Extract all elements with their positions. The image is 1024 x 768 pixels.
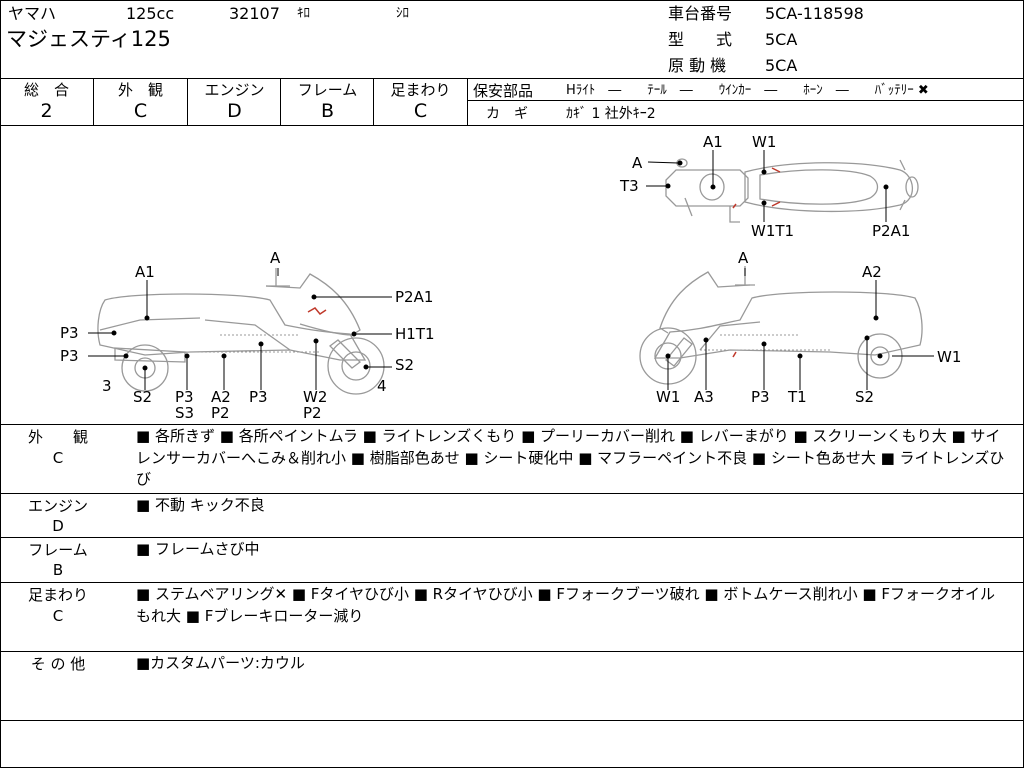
label-right-a3: A3 bbox=[694, 388, 714, 406]
label-right-a: A bbox=[738, 249, 749, 267]
divider bbox=[0, 493, 1024, 494]
label-right-a2: A2 bbox=[862, 263, 882, 281]
grade-engine-value: D bbox=[227, 100, 242, 122]
grade-frame-value: B bbox=[320, 100, 335, 122]
section-suspension-label: 足まわり bbox=[27, 586, 88, 604]
mileage: 32107 bbox=[229, 4, 280, 23]
engine-type-label: 原 動 機 bbox=[668, 56, 727, 75]
grade-exterior-label: 外 観 bbox=[117, 81, 163, 99]
label-left-a2p2: A2 P2 bbox=[211, 388, 231, 422]
displacement: 125cc bbox=[126, 4, 175, 23]
model-name: マジェスティ125 bbox=[6, 27, 171, 51]
safety-parts-label: 保安部品 bbox=[473, 82, 534, 100]
type-label: 型 式 bbox=[668, 30, 733, 49]
maker: ヤマハ bbox=[8, 4, 57, 23]
label-left-a: A bbox=[270, 249, 281, 267]
top-view-scooter bbox=[665, 158, 919, 223]
label-right-w1: W1 bbox=[656, 388, 681, 406]
label-top-w1t1: W1T1 bbox=[751, 222, 795, 240]
section-frame-notes: ■ フレームさび中 bbox=[136, 540, 260, 558]
type-value: 5CA bbox=[765, 30, 798, 49]
safety-parts-items: Hﾗｲﾄ ― ﾃｰﾙ ― ｳｲﾝｶｰ ― ﾎｰﾝ ― ﾊﾞｯﾃﾘｰ ✖ bbox=[566, 83, 929, 98]
grade-suspension-label: 足まわり bbox=[390, 81, 451, 99]
label-left-p3s3: P3 S3 bbox=[175, 388, 195, 422]
label-left-w2p2: W2 P2 bbox=[303, 388, 328, 422]
divider bbox=[0, 720, 1024, 721]
grade-overall-label: 総 合 bbox=[23, 81, 69, 99]
divider bbox=[0, 78, 1024, 79]
label-top-a: A bbox=[632, 154, 643, 172]
divider bbox=[187, 78, 188, 125]
divider bbox=[0, 125, 1024, 126]
grade-exterior-value: C bbox=[133, 100, 148, 122]
label-left-p3: P3 bbox=[249, 388, 268, 406]
grade-overall-value: 2 bbox=[40, 100, 53, 122]
section-exterior-label: 外 観 bbox=[27, 428, 88, 446]
section-engine-label: エンジン bbox=[27, 497, 88, 515]
frame-number-value: 5CA-118598 bbox=[765, 4, 864, 23]
damage-diagram bbox=[88, 150, 934, 395]
right-side-scooter bbox=[639, 266, 923, 385]
mileage-unit: ｷﾛ bbox=[297, 6, 310, 21]
label-top-w1: W1 bbox=[752, 133, 777, 151]
frame-number-label: 車台番号 bbox=[668, 4, 733, 23]
section-other-label: そ の 他 bbox=[30, 655, 86, 673]
label-top-a1: A1 bbox=[703, 133, 723, 151]
key-value: ｶｷﾞ 1 社外ｷｰ2 bbox=[566, 106, 656, 122]
section-frame-grade: B bbox=[52, 561, 64, 579]
left-side-scooter bbox=[97, 268, 385, 395]
divider bbox=[0, 651, 1024, 652]
section-frame-label: フレーム bbox=[28, 541, 88, 559]
divider bbox=[280, 78, 281, 125]
label-left-p3-lower: P3 bbox=[60, 347, 79, 365]
section-suspension-grade: C bbox=[52, 607, 64, 625]
section-engine-notes: ■ 不動 キック不良 bbox=[136, 496, 265, 514]
section-suspension-notes: ■ ステムベアリング✕ ■ Fタイヤひび小 ■ Rタイヤひび小 ■ Fフォークブ… bbox=[136, 585, 995, 625]
label-left-p2a1: P2A1 bbox=[395, 288, 434, 306]
section-exterior-notes: ■ 各所きず ■ 各所ペイントムラ ■ ライトレンズくもり ■ プーリーカバー削… bbox=[136, 427, 1005, 488]
body-color: ｼﾛ bbox=[396, 6, 409, 21]
label-right-t1: T1 bbox=[788, 388, 807, 406]
engine-type-value: 5CA bbox=[765, 56, 798, 75]
section-exterior-grade: C bbox=[52, 449, 64, 467]
label-right-w1-rear: W1 bbox=[937, 348, 962, 366]
divider bbox=[0, 424, 1024, 425]
section-other-notes: ■カスタムパーツ:カウル bbox=[136, 654, 305, 672]
divider bbox=[93, 78, 94, 125]
key-label: カ ギ bbox=[486, 106, 528, 122]
label-left-s2: S2 bbox=[133, 388, 153, 406]
grade-suspension-value: C bbox=[413, 100, 428, 122]
label-left-4: 4 bbox=[377, 377, 387, 395]
label-left-3: 3 bbox=[102, 377, 112, 395]
grade-frame-label: フレーム bbox=[297, 81, 358, 99]
label-left-s2-right: S2 bbox=[395, 356, 415, 374]
divider bbox=[373, 78, 374, 125]
label-left-p3-upper: P3 bbox=[60, 324, 79, 342]
label-top-t3: T3 bbox=[620, 177, 639, 195]
divider bbox=[467, 78, 468, 125]
label-right-p3: P3 bbox=[751, 388, 770, 406]
section-engine-grade: D bbox=[52, 517, 64, 535]
divider bbox=[467, 100, 1024, 101]
divider bbox=[0, 582, 1024, 583]
label-top-p2a1: P2A1 bbox=[872, 222, 911, 240]
label-left-a1: A1 bbox=[135, 263, 155, 281]
grade-engine-label: エンジン bbox=[204, 81, 265, 99]
divider bbox=[0, 537, 1024, 538]
label-right-s2: S2 bbox=[855, 388, 875, 406]
label-left-h1t1: H1T1 bbox=[395, 325, 435, 343]
